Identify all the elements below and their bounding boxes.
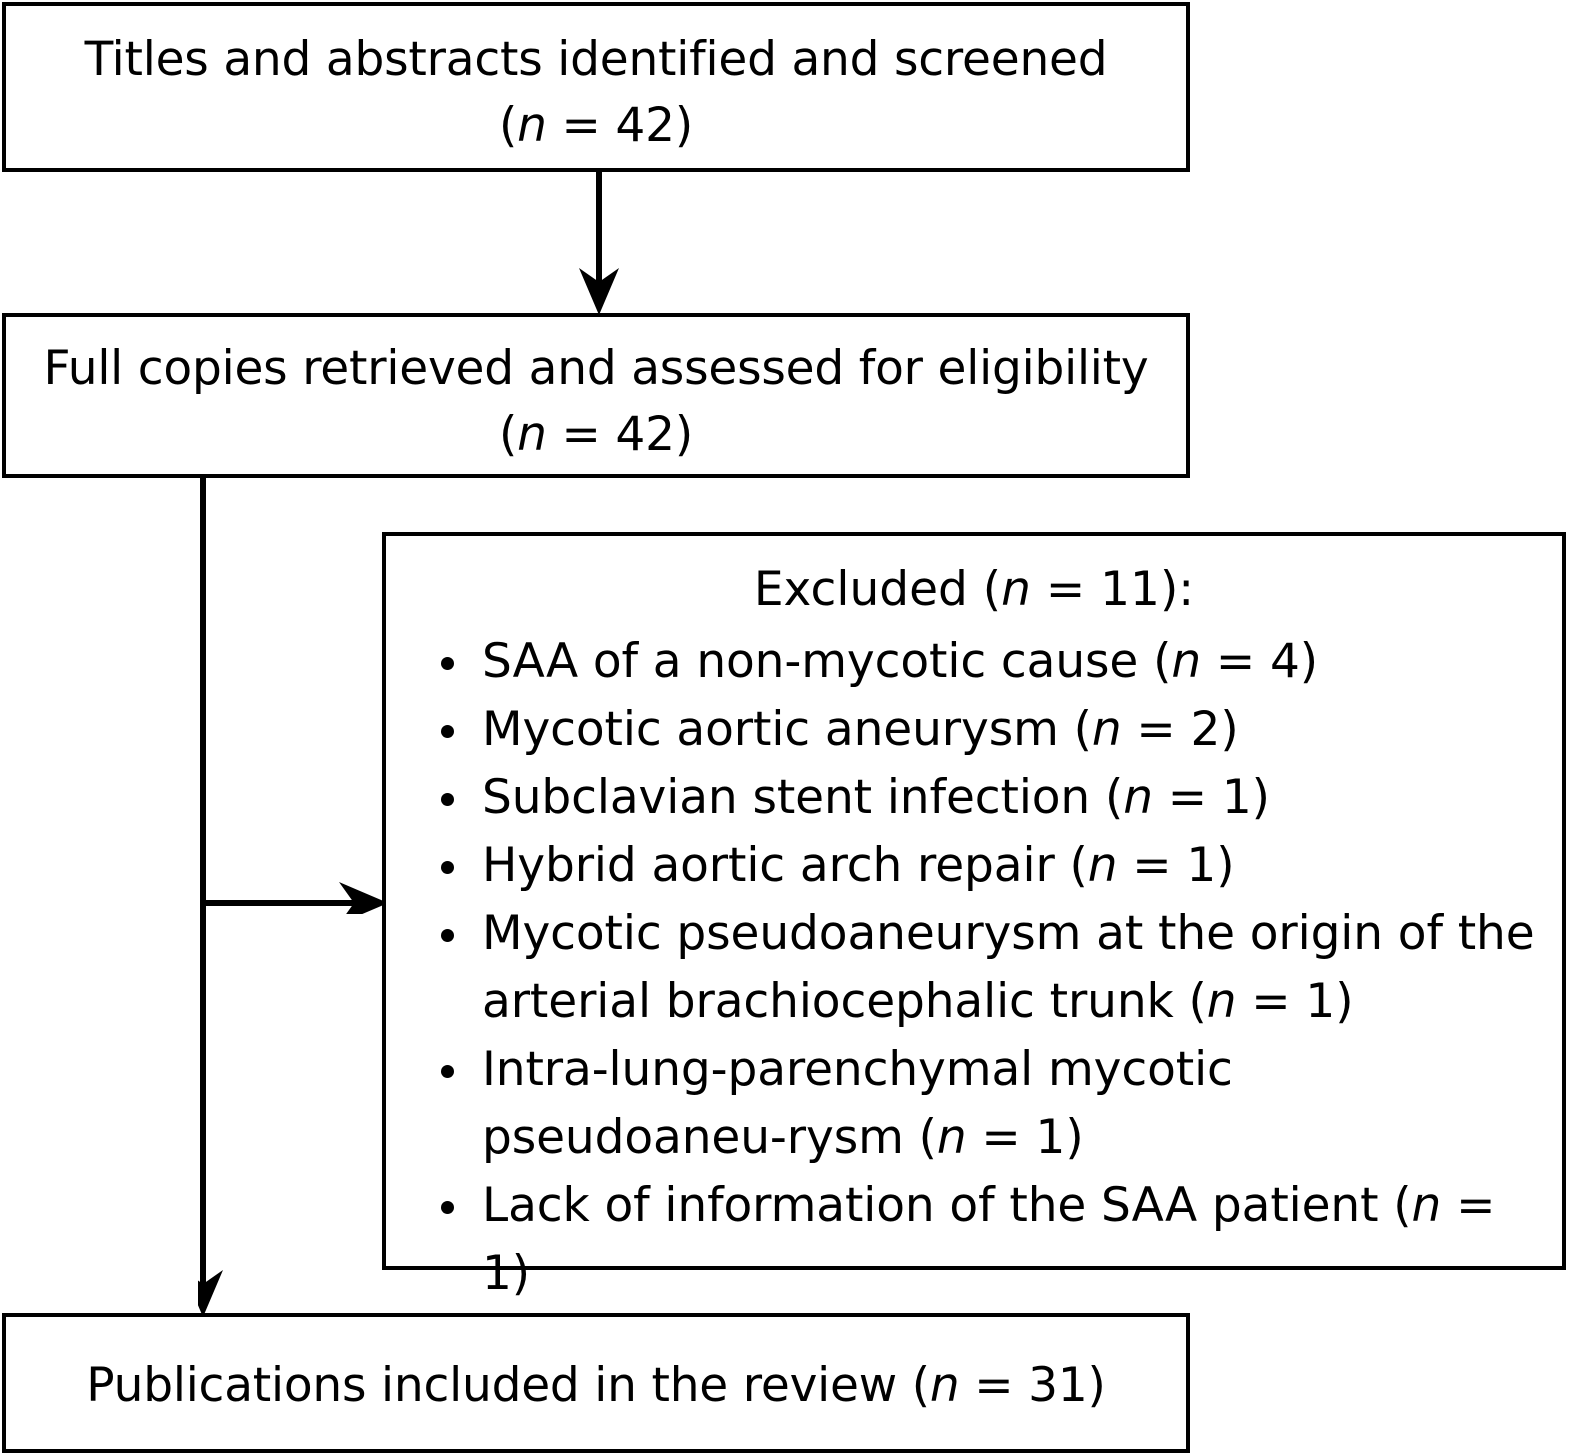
list-item: Intra-lung-parenchymal mycotic pseudoane… — [433, 1036, 1552, 1172]
excluded-reasons-list: SAA of a non-mycotic cause (n = 4) Mycot… — [433, 628, 1552, 1308]
arrow-eligibility-to-excluded — [198, 474, 390, 914]
box-full-copies-eligibility-text: Full copies retrieved and assessed for e… — [43, 341, 1149, 462]
box-full-copies-eligibility: Full copies retrieved and assessed for e… — [2, 313, 1190, 478]
box-excluded-reasons: Excluded (n = 11): SAA of a non-mycotic … — [382, 532, 1566, 1301]
n-variable: n — [929, 1358, 960, 1413]
n-variable: n — [1091, 702, 1122, 757]
n-variable: n — [1087, 838, 1118, 893]
excluded-heading: Excluded (n = 11): — [753, 562, 1195, 617]
n-variable: n — [1206, 974, 1237, 1029]
n-variable: n — [1001, 562, 1031, 617]
list-item: Subclavian stent infection (n = 1) — [433, 764, 1552, 832]
arrow-screened-to-eligibility — [576, 170, 622, 316]
box-titles-abstracts-screened: Titles and abstracts identified and scre… — [2, 2, 1190, 172]
n-variable: n — [517, 98, 547, 153]
n-variable: n — [1123, 770, 1153, 825]
n-variable: n — [936, 1110, 967, 1165]
box-publications-included: Publications included in the review (n =… — [2, 1313, 1190, 1453]
list-item: SAA of a non-mycotic cause (n = 4) — [433, 628, 1552, 696]
arrow-eligibility-to-included — [198, 900, 244, 1320]
list-item: Lack of information of the SAA patient (… — [433, 1172, 1552, 1308]
box-publications-included-text: Publications included in the review (n =… — [86, 1358, 1106, 1413]
list-item: Mycotic aortic aneurysm (n = 2) — [433, 696, 1552, 764]
n-variable: n — [1411, 1178, 1442, 1233]
n-variable: n — [1171, 634, 1202, 689]
n-variable: n — [517, 407, 547, 462]
list-item: Mycotic pseudoaneurysm at the origin of … — [433, 900, 1552, 1036]
box-titles-abstracts-screened-text: Titles and abstracts identified and scre… — [84, 32, 1108, 153]
list-item: Hybrid aortic arch repair (n = 1) — [433, 832, 1552, 900]
